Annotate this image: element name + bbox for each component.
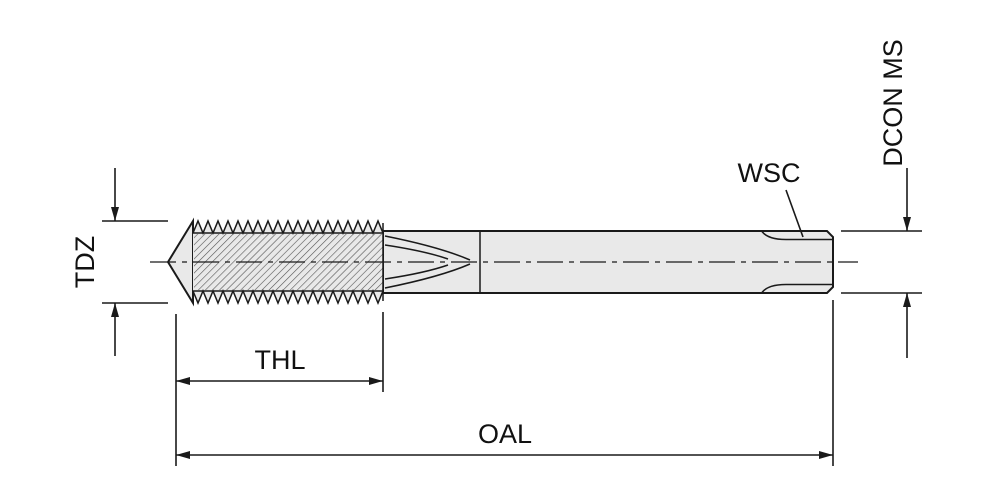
thread-teeth-top [191, 219, 385, 235]
dcon-arrow-down [903, 217, 911, 231]
thl-arrow-left [176, 377, 190, 385]
flute-curve [384, 235, 471, 261]
square-flat-top-radius [761, 231, 787, 241]
flute-runout [384, 235, 471, 289]
label-dcon-ms: DCON MS [878, 39, 908, 167]
tdz-arrow-down [111, 207, 119, 221]
label-oal: OAL [478, 419, 532, 449]
flute-curve [384, 244, 449, 260]
dim-thl: THL [175, 312, 384, 466]
label-tdz: TDZ [70, 236, 100, 288]
thl-arrow-right [369, 377, 383, 385]
dim-dcon: DCON MS [841, 39, 922, 358]
wsc-leader-line [785, 189, 804, 238]
dim-oal: OAL [176, 300, 834, 466]
flute-curve [384, 263, 471, 289]
label-wsc: WSC [738, 158, 801, 188]
dim-tdz: TDZ [70, 168, 168, 356]
flute-curve [384, 264, 449, 280]
dcon-arrow-up [903, 293, 911, 307]
square-drive [761, 231, 833, 293]
thread-teeth-bottom [191, 289, 385, 305]
callout-wsc: WSC [738, 158, 804, 238]
thread-section [166, 217, 385, 307]
tdz-arrow-up [111, 303, 119, 317]
label-thl: THL [254, 345, 305, 375]
oal-arrow-right [819, 451, 833, 459]
square-flat-bottom-radius [761, 283, 787, 293]
oal-arrow-left [176, 451, 190, 459]
